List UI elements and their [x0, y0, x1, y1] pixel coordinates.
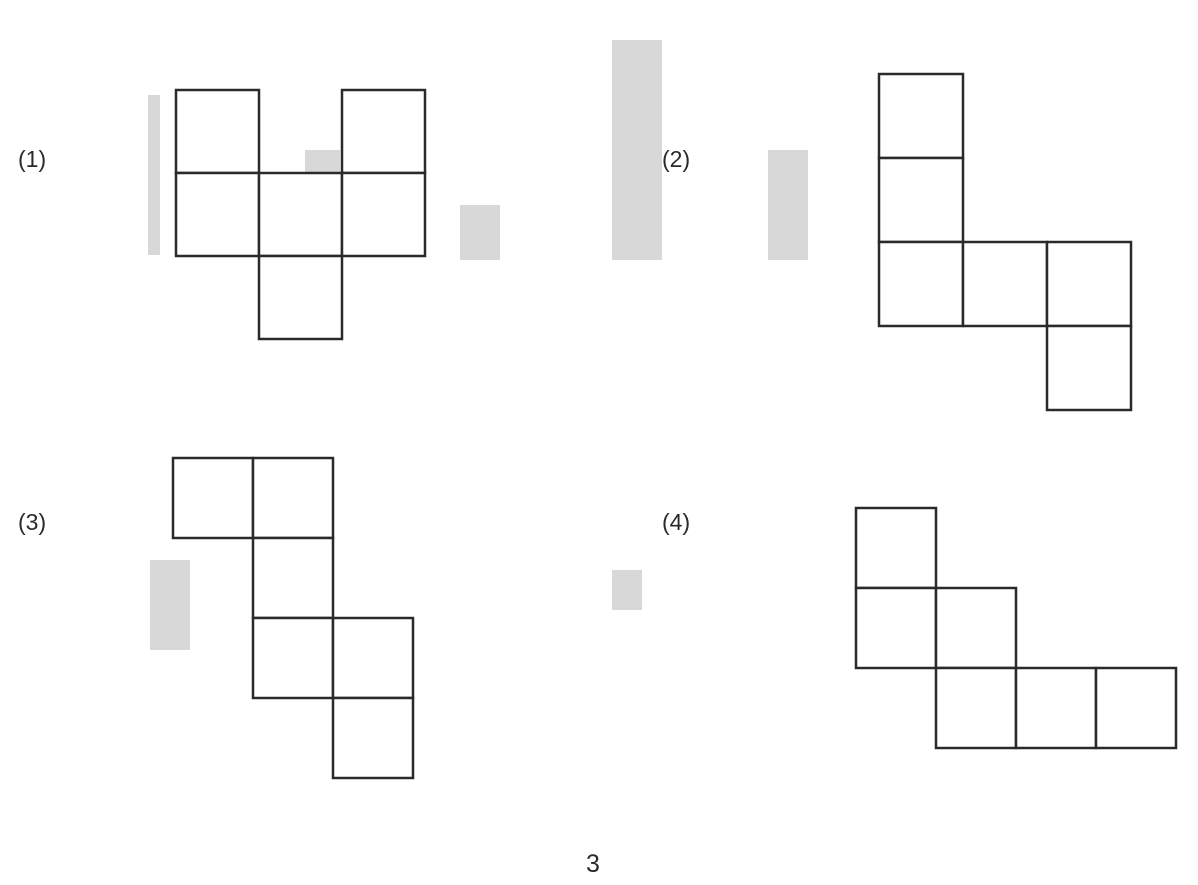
net-1-square — [174, 171, 261, 258]
figure-label-1: (1) — [18, 146, 46, 172]
net-2-square — [1045, 240, 1133, 328]
net-1-square — [257, 171, 344, 258]
net-3-square — [251, 456, 335, 540]
figure-label-4: (4) — [662, 509, 690, 535]
cube-net-2 — [877, 72, 1133, 412]
net-1-square — [257, 254, 344, 341]
net-4-square — [1014, 666, 1098, 750]
net-1-square — [340, 171, 427, 258]
net-3-square — [171, 456, 255, 540]
net-4-square — [934, 586, 1018, 670]
cube-net-1 — [174, 88, 427, 341]
net-2-square — [1045, 324, 1133, 412]
net-2-square — [877, 240, 965, 328]
net-1-square — [174, 88, 261, 175]
net-3-square — [251, 536, 335, 620]
net-2-square — [961, 240, 1049, 328]
figure-label-3: (3) — [18, 509, 46, 535]
figure-label-2: (2) — [662, 146, 690, 172]
net-2-square — [877, 72, 965, 160]
cube-net-4 — [854, 506, 1178, 750]
net-3-square — [251, 616, 335, 700]
net-4-square — [854, 506, 938, 590]
cube-net-3 — [171, 456, 415, 780]
net-2-square — [877, 156, 965, 244]
page-number: 3 — [586, 850, 600, 878]
net-4-square — [854, 586, 938, 670]
scan-noise — [148, 40, 808, 650]
net-4-square — [934, 666, 1018, 750]
net-3-square — [331, 696, 415, 780]
net-3-square — [331, 616, 415, 700]
net-4-square — [1094, 666, 1178, 750]
net-1-square — [340, 88, 427, 175]
